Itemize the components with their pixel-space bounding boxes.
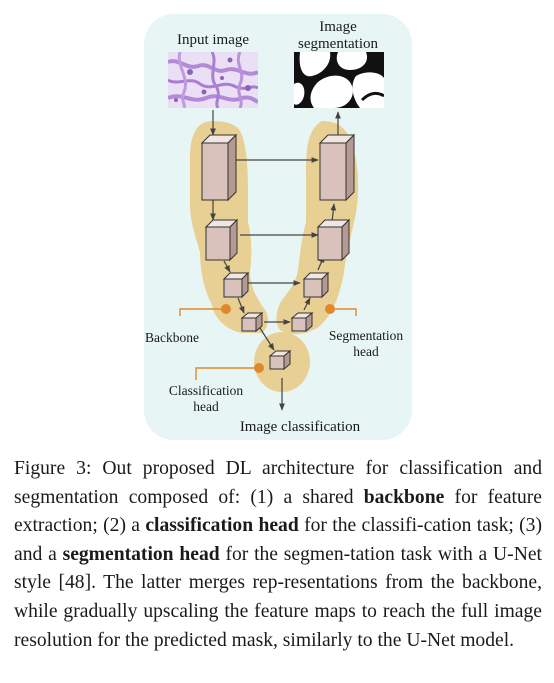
caption-text-3: for the classifi-­cation task; (3) and a	[14, 515, 542, 565]
seg-cube-2	[302, 271, 330, 299]
caption-bold-segmentation-head: segmentation head	[62, 543, 220, 565]
seg-head-marker	[325, 304, 335, 314]
caption-text-1: Out proposed DL architecture for classif…	[14, 458, 542, 508]
classification-cube	[268, 349, 292, 371]
seg-cube-3	[316, 218, 351, 262]
backbone-cube-2	[204, 218, 239, 262]
diagram-panel	[144, 14, 412, 440]
seg-cube-4	[318, 133, 356, 202]
output-image-label-line1: Image	[319, 19, 357, 35]
seg-head-label-line1: Segmentation	[329, 328, 403, 343]
backbone-cube-4	[240, 311, 264, 333]
classification-output-label: Image classification	[240, 419, 361, 435]
backbone-cube-1	[200, 133, 238, 202]
input-image-label: Input image	[177, 32, 249, 48]
architecture-diagram: Input image Image segmentation	[144, 14, 412, 440]
cls-head-label-line1: Classification	[169, 383, 243, 398]
figure-caption: Figure 3: Out proposed DL architecture f…	[14, 455, 542, 655]
backbone-cube-3	[222, 271, 250, 299]
segmentation-mask-thumbnail	[294, 52, 384, 108]
figure-number: Figure 3:	[14, 458, 92, 479]
input-image-thumbnail	[168, 52, 258, 108]
backbone-label: Backbone	[145, 330, 199, 345]
leader-lines	[179, 308, 357, 380]
connection-arrows	[210, 110, 341, 411]
seg-head-label-line2: head	[353, 344, 379, 359]
backbone-marker	[221, 304, 231, 314]
caption-bold-classification-head: classification head	[145, 515, 299, 537]
caption-text-2: for feature extraction; (2) a	[14, 486, 542, 537]
caption-text-4: for the segmen-­tation task with a U-Net…	[14, 543, 542, 651]
seg-cube-1	[290, 311, 314, 333]
cls-head-marker	[254, 363, 264, 373]
cls-head-label-line2: head	[193, 399, 219, 414]
output-image-label-line2: segmentation	[298, 36, 378, 52]
caption-bold-backbone: backbone	[363, 486, 445, 508]
